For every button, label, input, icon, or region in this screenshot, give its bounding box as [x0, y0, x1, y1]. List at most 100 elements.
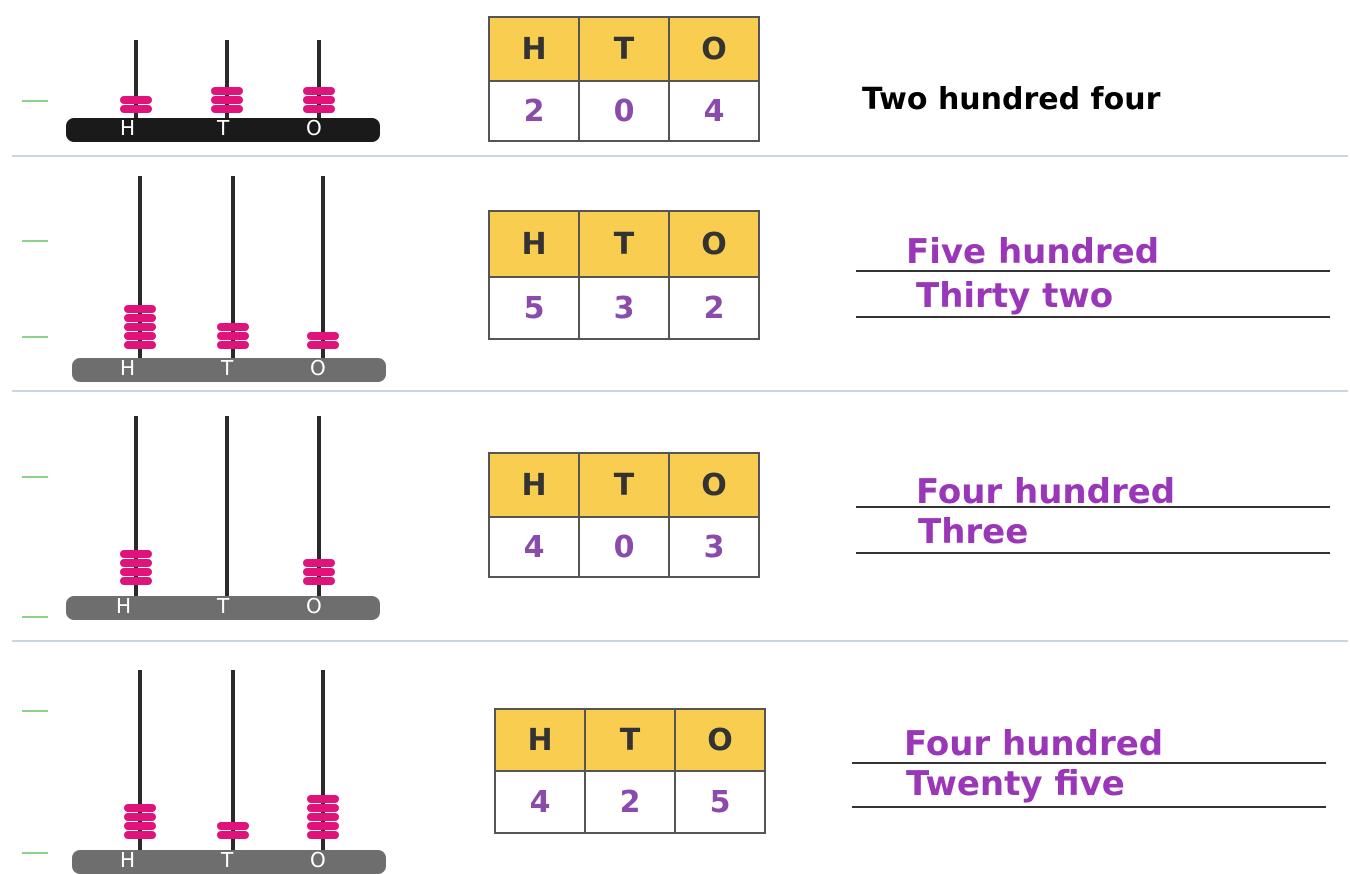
abacus-bead — [211, 87, 243, 95]
abacus-bead — [217, 822, 249, 830]
abacus-bead — [120, 550, 152, 558]
base-label-t: T — [221, 848, 234, 872]
abacus-base: H T O — [66, 116, 380, 142]
base-label-h: H — [120, 116, 136, 140]
abacus-bead — [217, 332, 249, 340]
digit-h: 2 — [488, 80, 580, 142]
abacus-bead — [307, 341, 339, 349]
base-label-h: H — [120, 356, 136, 380]
writing-rule — [856, 270, 1330, 272]
digit-t: 0 — [578, 80, 670, 142]
header-t: T — [578, 452, 670, 518]
abacus-bead — [303, 577, 335, 585]
header-t: T — [584, 708, 676, 772]
abacus-bead — [307, 332, 339, 340]
base-label-h: H — [120, 848, 136, 872]
base-label-t: T — [221, 356, 234, 380]
abacus-bead — [217, 323, 249, 331]
header-t: T — [578, 210, 670, 278]
number-in-words: Two hundred four — [862, 82, 1161, 117]
words-line-2: Three — [918, 512, 1029, 552]
rod-tens — [225, 40, 229, 120]
margin-tick — [22, 616, 48, 618]
words-line-2: Thirty two — [916, 276, 1114, 316]
margin-tick — [22, 852, 48, 854]
rod-ones — [317, 40, 321, 120]
rod-tens — [231, 176, 235, 362]
abacus: H T O — [72, 670, 388, 874]
abacus-bead — [307, 831, 339, 839]
abacus-bead — [124, 822, 156, 830]
base-label-o: O — [310, 356, 326, 380]
abacus-bead — [124, 804, 156, 812]
rod-hundreds — [134, 40, 138, 120]
rod-tens — [225, 416, 229, 598]
number-in-words: Four hundred Twenty five — [852, 724, 1326, 810]
abacus-bead — [124, 813, 156, 821]
margin-tick — [22, 710, 48, 712]
writing-rule — [852, 806, 1326, 808]
base-label-o: O — [306, 594, 322, 618]
digit-t: 2 — [584, 770, 676, 834]
abacus: H T O — [66, 416, 382, 622]
abacus-base: H T O — [72, 848, 386, 874]
abacus-bead — [124, 305, 156, 313]
abacus-bead — [303, 87, 335, 95]
number-in-words: Five hundred Thirty two — [856, 232, 1330, 322]
rod-hundreds — [138, 176, 142, 362]
place-value-table: H T O 4 0 3 — [488, 452, 760, 578]
abacus-bead — [303, 568, 335, 576]
row-divider — [12, 390, 1348, 392]
rod-ones — [321, 670, 325, 850]
writing-rule — [856, 506, 1330, 508]
abacus-bead — [217, 831, 249, 839]
place-value-table: H T O 5 3 2 — [488, 210, 760, 340]
abacus-bead — [124, 314, 156, 322]
abacus-base: H T O — [66, 594, 380, 620]
header-o: O — [668, 210, 760, 278]
row-divider — [12, 640, 1348, 642]
rod-ones — [317, 416, 321, 598]
abacus-bead — [211, 105, 243, 113]
place-value-table: H T O 2 0 4 — [488, 16, 760, 142]
abacus-bead — [307, 804, 339, 812]
abacus-bead — [120, 105, 152, 113]
rod-tens — [231, 670, 235, 850]
digit-t: 3 — [578, 276, 670, 340]
words-line-1: Four hundred — [904, 724, 1164, 764]
number-in-words: Four hundred Three — [856, 472, 1330, 558]
base-label-o: O — [306, 116, 322, 140]
base-label-h: H — [116, 594, 132, 618]
exercise-row-4: H T O H T O 4 2 5 Four hundred Twenty fi… — [0, 644, 1350, 874]
abacus-bead — [124, 831, 156, 839]
abacus: H T O — [72, 176, 388, 386]
header-h: H — [488, 210, 580, 278]
margin-tick — [22, 336, 48, 338]
margin-tick — [22, 100, 48, 102]
margin-tick — [22, 476, 48, 478]
header-o: O — [668, 16, 760, 82]
abacus-bead — [120, 559, 152, 567]
digit-t: 0 — [578, 516, 670, 578]
abacus-bead — [124, 341, 156, 349]
header-h: H — [494, 708, 586, 772]
rod-hundreds — [138, 670, 142, 850]
writing-rule — [852, 762, 1326, 764]
abacus-bead — [120, 568, 152, 576]
abacus-bead — [307, 822, 339, 830]
abacus-bead — [120, 96, 152, 104]
row-divider — [12, 155, 1348, 157]
place-value-table: H T O 4 2 5 — [494, 708, 766, 834]
exercise-row-2: H T O H T O 5 3 2 Five hundred Thirty tw… — [0, 160, 1350, 388]
header-o: O — [674, 708, 766, 772]
writing-rule — [856, 316, 1330, 318]
digit-o: 2 — [668, 276, 760, 340]
exercise-row-3: H T O H T O 4 0 3 Four hundred Three — [0, 394, 1350, 634]
margin-tick — [22, 240, 48, 242]
words-line-1: Four hundred — [916, 472, 1176, 512]
abacus-bead — [303, 96, 335, 104]
digit-o: 5 — [674, 770, 766, 834]
digit-h: 4 — [494, 770, 586, 834]
digit-o: 4 — [668, 80, 760, 142]
rod-ones — [321, 176, 325, 362]
